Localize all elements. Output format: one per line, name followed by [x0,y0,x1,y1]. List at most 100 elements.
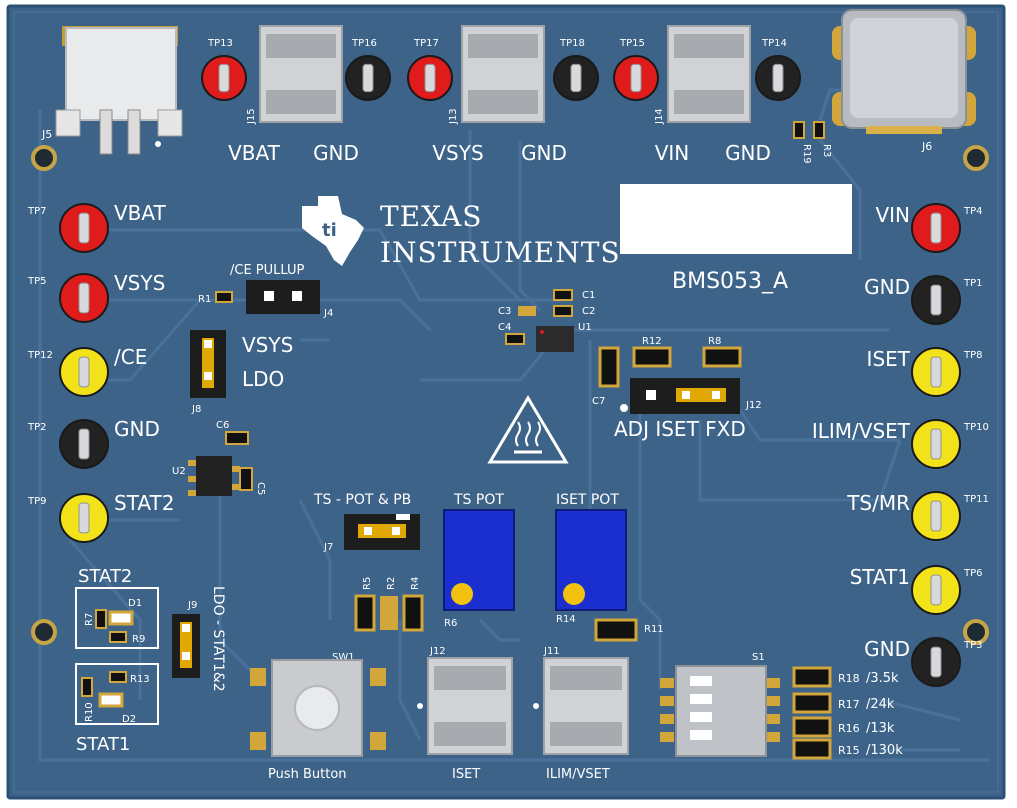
adj-iset-fxd-label: ADJ ISET FXD [614,417,746,441]
j12-iset-jumper[interactable] [620,378,740,414]
testpoint-tp17[interactable] [407,55,453,101]
testpoint-tp5-id: TP5 [27,276,47,287]
connector-j14[interactable] [667,25,751,123]
ts-pot-pb-label: TS - POT & PB [313,492,411,508]
r3-label: R3 [821,144,832,157]
testpoint-tp14[interactable] [755,55,801,101]
j11-connector[interactable] [533,657,629,755]
u2-ldo-ic [188,456,240,496]
r13-label: R13 [130,674,150,685]
j9-ldo-stat-jumper[interactable] [172,614,200,678]
resistor-r18 [792,666,832,688]
testpoint-tp2-pin [78,428,90,460]
usb-c-connector-j6[interactable] [832,9,976,134]
j7-ts-jumper[interactable] [344,514,420,550]
iset-potentiometer[interactable] [555,509,627,611]
testpoint-tp10-net: ILIM/VSET [812,419,911,443]
j8-label: J8 [191,404,201,415]
testpoint-tp13-net: VBAT [228,141,281,165]
traces [38,88,990,762]
j8-vsys-label: VSYS [242,333,293,357]
testpoint-tp7[interactable] [59,203,109,253]
testpoint-tp11-net: TS/MR [846,491,910,515]
testpoint-tp13[interactable] [201,55,247,101]
testpoint-tp5-pin [78,282,90,314]
ce-pullup-label: /CE PULLUP [230,263,305,278]
iset-pot-knob[interactable] [563,583,585,605]
j12-bottom-connector[interactable] [417,657,513,755]
r10-label: R10 [84,702,95,722]
push-button-sw1[interactable] [250,659,386,757]
testpoint-tp14-pin [772,63,784,93]
ts-pot-knob[interactable] [451,583,473,605]
connector-j15[interactable] [259,25,343,123]
testpoint-tp15[interactable] [613,55,659,101]
testpoint-tp1-pin [930,284,942,316]
testpoint-tp18[interactable] [553,55,599,101]
resistor-r17 [792,692,832,714]
testpoint-tp2[interactable] [59,419,109,469]
testpoint-tp8-id: TP8 [963,350,983,361]
r6-label: R6 [444,618,457,629]
r19-resistor [793,121,805,139]
ts-potentiometer[interactable] [443,509,515,611]
push-button-cap[interactable] [294,685,340,731]
testpoint-tp12[interactable] [59,347,109,397]
dip-switch-2[interactable] [690,694,712,704]
s1-label: S1 [752,652,765,663]
c3-label: C3 [498,306,511,317]
testpoint-tp10-id: TP10 [963,422,989,433]
resistor-r18-ref: R18 [838,672,860,685]
s1-dip-switch[interactable] [660,665,780,757]
c7-label: C7 [592,396,605,407]
testpoint-tp1-net: GND [864,275,910,299]
testpoint-tp6[interactable] [911,565,961,615]
testpoint-tp13-pin [218,63,230,93]
resistor-r16-ref: R16 [838,722,860,735]
logo-text-texas: Texas [380,200,482,233]
testpoint-tp8[interactable] [911,347,961,397]
dip-switch-4[interactable] [690,730,712,740]
testpoint-tp1-id: TP1 [963,278,983,289]
c6-label: C6 [216,420,229,431]
mount-hole-top-right [963,145,989,171]
c5-label: C5 [255,482,266,495]
mounting-holes [31,145,989,645]
dip-switch-1[interactable] [690,676,712,686]
r1-resistor [215,291,233,303]
connector-j13-label: J13 [448,108,459,125]
testpoint-tp5[interactable] [59,273,109,323]
j4-label: J4 [323,308,333,319]
r12-resistor [632,346,672,368]
j7-label: J7 [323,542,333,553]
c6-capacitor [225,431,249,445]
testpoint-tp16[interactable] [345,55,391,101]
connector-j13[interactable] [461,25,545,123]
testpoint-tp5-net: VSYS [114,271,165,295]
resistor-r17-value: /24k [866,697,895,712]
j5-battery-connector[interactable] [55,26,183,155]
testpoint-tp14-net: GND [725,141,771,165]
j8-jumper-header[interactable] [190,330,226,398]
testpoint-tp9[interactable] [59,493,109,543]
testpoint-tp10[interactable] [911,419,961,469]
testpoint-tp1[interactable] [911,275,961,325]
push-button-label: Push Button [268,767,347,782]
u2-label: U2 [172,466,186,477]
j4-jumper-header[interactable] [246,280,320,314]
testpoint-tp11[interactable] [911,491,961,541]
connector-j14-label: J14 [654,108,665,125]
testpoint-tp4[interactable] [911,203,961,253]
testpoint-tp7-id: TP7 [27,206,47,217]
testpoint-tp3-net: GND [864,637,910,661]
c7-capacitor [598,346,620,388]
j12-top-label: J12 [745,400,762,411]
stat2-led-box [75,587,159,649]
texas-state-icon [302,196,364,266]
dip-switch-3[interactable] [690,712,712,722]
r14-label: R14 [556,614,576,625]
testpoint-tp3[interactable] [911,637,961,687]
testpoint-tp9-net: STAT2 [114,491,174,515]
board-inner [13,11,999,793]
